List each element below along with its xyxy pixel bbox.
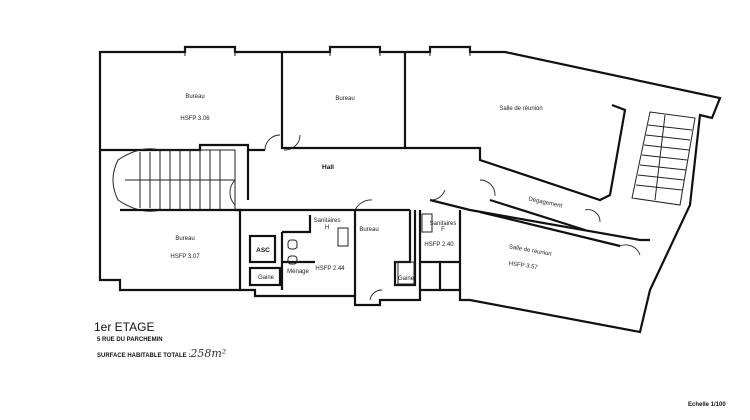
room-sub: F bbox=[441, 227, 445, 233]
room-label: Sanitaires bbox=[314, 218, 341, 224]
stair-right bbox=[631, 111, 696, 206]
room-label: Gaine bbox=[398, 276, 415, 282]
wall-degagement bbox=[479, 198, 621, 248]
room-label: Sanitaires bbox=[430, 221, 457, 227]
wall-salle-top bbox=[405, 103, 627, 202]
room-area: HSFP 3.06 bbox=[180, 116, 210, 122]
asc-shaft bbox=[248, 234, 277, 264]
room-label: Bureau bbox=[359, 227, 378, 233]
room-label: Bureau bbox=[335, 96, 354, 102]
wall-bureau-top-left bbox=[100, 143, 265, 152]
room-label: Salle de réunion bbox=[499, 106, 542, 112]
wall-sanitaires-h bbox=[280, 215, 315, 290]
wall-sanitaires-f bbox=[418, 210, 462, 290]
surface-line: SURFACE HABITABLE TOTALE :258m² bbox=[97, 347, 226, 360]
sink bbox=[421, 213, 433, 233]
room-label: Gaine bbox=[258, 275, 275, 281]
stair-right-treads bbox=[635, 114, 693, 201]
sink bbox=[337, 227, 349, 247]
room-area: HSFP 2.44 bbox=[315, 266, 345, 272]
outer-wall bbox=[98, 45, 722, 334]
stair-left-treads bbox=[125, 150, 235, 210]
room-area: HSFP 3.07 bbox=[170, 254, 200, 260]
room-label: Salle de réunion bbox=[508, 244, 552, 257]
gaine-left bbox=[248, 266, 282, 287]
surface-value: 258m² bbox=[190, 347, 227, 360]
surface-label: SURFACE HABITABLE TOTALE : bbox=[97, 353, 191, 359]
room-area: HSFP 2.40 bbox=[424, 242, 454, 248]
doors bbox=[229, 134, 641, 301]
room-label: Ménage bbox=[287, 269, 309, 275]
room-label: ASC bbox=[256, 247, 270, 254]
room-label: Dégagement bbox=[528, 197, 563, 210]
gaine-center-box bbox=[397, 261, 415, 285]
room-label: Bureau bbox=[175, 236, 194, 242]
room-label: Bureau bbox=[185, 94, 204, 100]
floor-title: 1er ETAGE bbox=[94, 320, 155, 334]
room-sub: H bbox=[325, 225, 329, 231]
address: 5 RUE DU PARCHEMIN bbox=[97, 337, 163, 343]
toilet bbox=[287, 255, 298, 265]
toilet bbox=[287, 239, 298, 250]
scale-label: Echelle 1/100 bbox=[688, 402, 726, 408]
window-marks bbox=[184, 47, 471, 56]
wall-partition bbox=[280, 52, 407, 150]
wall-bureau-bottom-left bbox=[120, 208, 242, 290]
wall-bureau-center bbox=[393, 210, 417, 287]
room-area: HSFP 3.57 bbox=[508, 261, 538, 271]
room-label: Hall bbox=[322, 164, 334, 171]
